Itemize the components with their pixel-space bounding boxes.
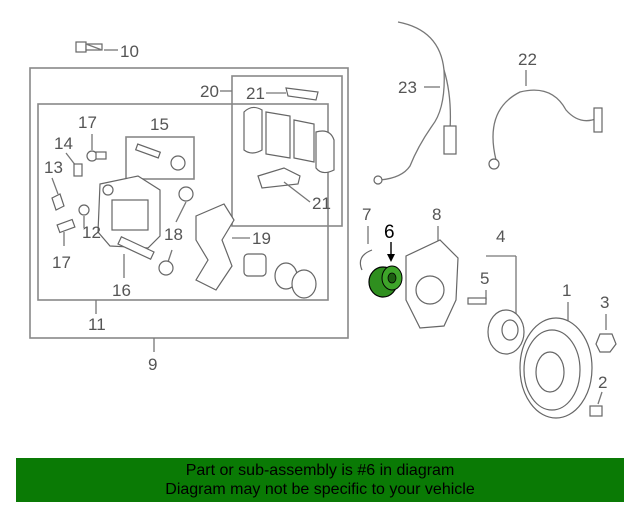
- boot-18[interactable]: [158, 260, 174, 276]
- callout-21-top[interactable]: 21: [246, 84, 265, 103]
- assembly-box-11: [37, 103, 329, 301]
- callout-9[interactable]: 9: [148, 355, 157, 374]
- banner-line-2: Diagram may not be specific to your vehi…: [165, 481, 475, 498]
- callout-3[interactable]: 3: [600, 293, 609, 312]
- nut-3[interactable]: [595, 333, 617, 353]
- callout-17-bottom[interactable]: 17: [52, 253, 71, 272]
- callout-21-bottom[interactable]: 21: [312, 194, 331, 213]
- brake-pads[interactable]: [243, 87, 335, 189]
- callout-20[interactable]: 20: [200, 82, 219, 101]
- screw-2[interactable]: [589, 405, 603, 417]
- kit-box-15: [125, 136, 195, 180]
- abs-sensor-wire-23[interactable]: [379, 21, 445, 181]
- callout-8[interactable]: 8: [432, 205, 441, 224]
- callout-14[interactable]: 14: [54, 134, 73, 153]
- wheel-hub[interactable]: [487, 309, 525, 355]
- callout-16[interactable]: 16: [112, 281, 131, 300]
- piston-seals[interactable]: [243, 253, 317, 299]
- brake-rotor-1[interactable]: [519, 317, 593, 419]
- callout-23[interactable]: 23: [398, 78, 417, 97]
- parts-diagram: 10 20 21 21 17 15 14 13: [29, 21, 617, 419]
- abs-sensor-23[interactable]: [443, 125, 457, 155]
- callout-22[interactable]: 22: [518, 50, 537, 69]
- callout-7[interactable]: 7: [362, 205, 371, 224]
- guide-pin-16[interactable]: [117, 235, 155, 261]
- assembly-box-20: [231, 75, 343, 227]
- guide-pin-kit-15[interactable]: [134, 143, 186, 171]
- callout-2[interactable]: 2: [598, 373, 607, 392]
- callout-12[interactable]: 12: [82, 223, 101, 242]
- wheel-stud-5[interactable]: [467, 297, 487, 305]
- snap-ring-7[interactable]: [359, 249, 373, 271]
- callout-11[interactable]: 11: [88, 315, 106, 334]
- callout-13[interactable]: 13: [44, 158, 63, 177]
- banner-line-1: Part or sub-assembly is #6 in diagram: [185, 462, 455, 479]
- callout-15[interactable]: 15: [150, 115, 169, 134]
- assembly-box-9: [29, 67, 349, 339]
- callout-4[interactable]: 4: [496, 227, 505, 246]
- bleeder-13[interactable]: [51, 193, 65, 211]
- caliper-body[interactable]: [97, 175, 194, 249]
- wheel-bearing-6[interactable]: [368, 265, 403, 298]
- callout-5[interactable]: 5: [480, 269, 489, 288]
- callout-10[interactable]: 10: [120, 42, 139, 61]
- clip-14[interactable]: [73, 163, 83, 177]
- callout-1[interactable]: 1: [562, 281, 571, 300]
- callout-6[interactable]: 6: [384, 222, 395, 243]
- callout-18[interactable]: 18: [164, 225, 183, 244]
- callout-19[interactable]: 19: [252, 229, 271, 248]
- cap-12[interactable]: [78, 204, 90, 216]
- caliper-carrier-19[interactable]: [195, 203, 235, 291]
- info-banner: Part or sub-assembly is #6 in diagram Di…: [16, 458, 624, 502]
- bolt-17-bottom[interactable]: [56, 218, 76, 234]
- bolt-10[interactable]: [75, 41, 103, 53]
- callout-17-top[interactable]: 17: [78, 113, 97, 132]
- brake-hose-22[interactable]: [492, 89, 599, 161]
